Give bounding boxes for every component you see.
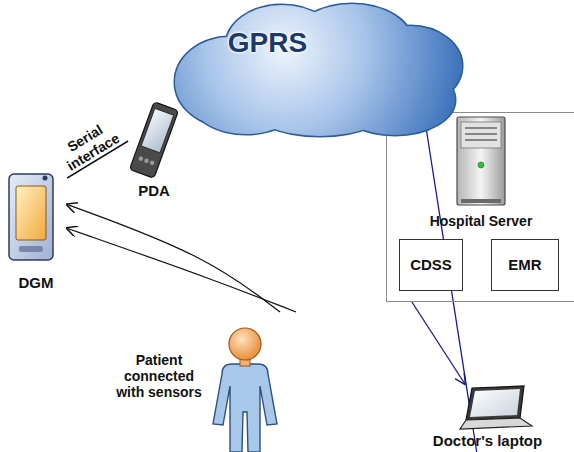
server-panel — [461, 122, 501, 148]
cloud-lobe-edge — [194, 74, 298, 134]
laptop-screen — [470, 389, 520, 417]
connector — [67, 204, 280, 312]
drive-slot — [465, 133, 497, 135]
power-led — [478, 162, 484, 168]
edge-label: Serial interface — [47, 111, 130, 179]
pda-body — [129, 102, 178, 179]
connector — [412, 302, 465, 384]
node-label: EMR — [508, 256, 541, 273]
drive-slot — [465, 139, 497, 141]
monitor-button — [19, 246, 43, 252]
patient-node: Patient connected with sensors — [110, 312, 310, 452]
node-label: DGM — [5, 274, 67, 291]
device-node: PDA — [128, 98, 180, 200]
cloud-lobe — [194, 74, 298, 134]
patient-head — [229, 328, 261, 360]
node-label: GPRS — [205, 27, 330, 59]
node-label: Patient connected with sensors — [110, 352, 208, 400]
pda-icon — [129, 102, 178, 179]
node-label: CDSS — [410, 256, 452, 273]
patient-body — [213, 364, 277, 452]
laptop-node: Doctor's laptop — [420, 384, 555, 452]
network-cloud: GPRS — [170, 0, 470, 138]
drive-slot — [465, 127, 497, 129]
node-label: PDA — [122, 182, 186, 199]
server-tower — [457, 117, 505, 205]
monitor-body — [9, 174, 53, 260]
node-label: Hospital Server — [387, 213, 574, 229]
pda-button — [144, 158, 150, 164]
process-box: CDSS — [399, 239, 463, 291]
connector — [67, 228, 296, 312]
pda-screen — [141, 108, 173, 152]
device-node: DGM — [5, 168, 67, 308]
node-label: Doctor's laptop — [420, 432, 555, 449]
server-base — [461, 199, 501, 203]
node-illustration — [170, 0, 470, 138]
cloud-outline — [175, 4, 462, 136]
pda-button — [149, 160, 155, 166]
laptop-keyboard — [460, 418, 532, 429]
pda-button — [138, 156, 144, 162]
server-box: Hospital ServerCDSS EMR — [386, 112, 574, 302]
monitor-screen — [16, 186, 46, 240]
process-box: EMR — [491, 239, 559, 291]
laptop-lid — [466, 386, 524, 420]
cable-port — [43, 176, 48, 181]
cloud-fill — [175, 4, 462, 136]
